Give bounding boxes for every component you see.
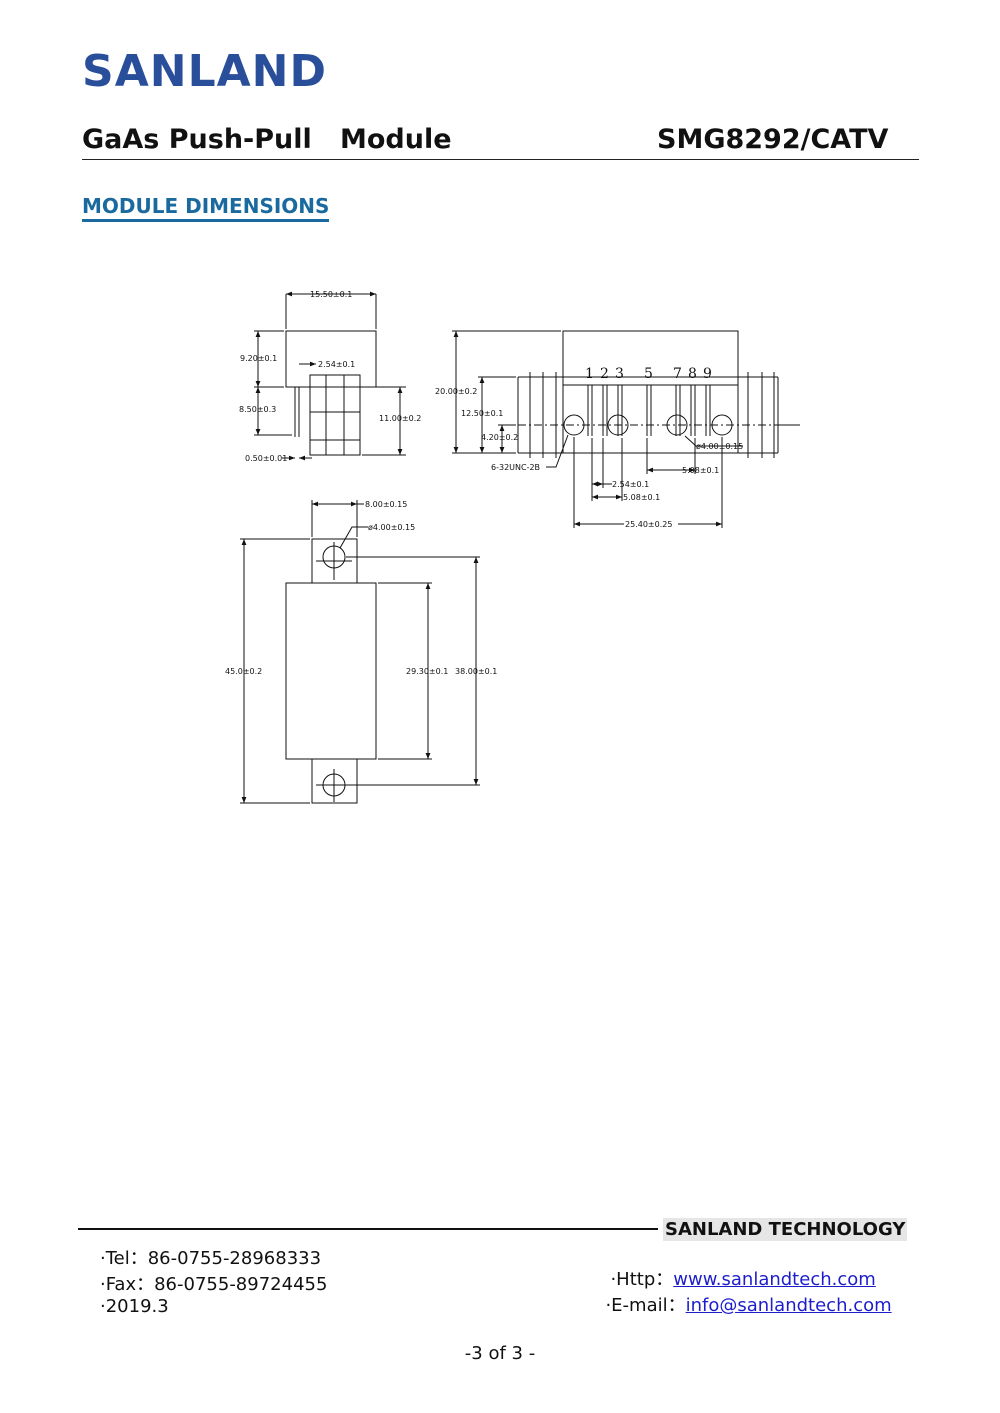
dim-side-width: 15.50±0.1 <box>310 290 352 299</box>
dim-top-hole-spacing: 38.00±0.1 <box>455 667 497 676</box>
dim-side-pin-width: 0.50±0.01 <box>245 454 287 463</box>
side-view: 15.50±0.1 9.20±0.1 8.50±0.3 2.54±0.1 11.… <box>239 290 421 463</box>
dim-top-body-length: 29.30±0.1 <box>406 667 448 676</box>
dim-front-pitch-b: 5.08±0.1 <box>623 493 660 502</box>
dim-top-tab-width: 8.00±0.15 <box>365 500 407 509</box>
dimension-drawing: 15.50±0.1 9.20±0.1 8.50±0.3 2.54±0.1 11.… <box>200 280 820 820</box>
side-body-lower <box>309 374 361 456</box>
dim-side-total-height: 11.00±0.2 <box>379 414 421 423</box>
http-label: ·Http： <box>610 1269 674 1290</box>
dim-side-top-height: 9.20±0.1 <box>240 354 277 363</box>
dim-front-pitch-a: 2.54±0.1 <box>612 480 649 489</box>
email-link[interactable]: info@sanlandtech.com <box>685 1295 892 1316</box>
dim-front-hole-spacing: 25.40±0.25 <box>625 520 672 529</box>
top-view: 8.00±0.15 ø4.00±0.15 45.0±0.2 29.30±0.1 … <box>225 500 497 804</box>
model-number: SMG8292/CATV <box>657 124 889 155</box>
sanland-logo: SANLAND <box>82 46 328 97</box>
tel-line: ·Tel：86-0755-28968333 <box>100 1248 322 1269</box>
dim-top-hole-dia: ø4.00±0.15 <box>368 523 415 532</box>
pin-number: 1 <box>585 366 594 382</box>
top-tab-lower <box>311 758 358 804</box>
product-title: GaAs Push-Pull Module <box>82 124 452 155</box>
fax-line: ·Fax：86-0755-89724455 <box>100 1274 328 1295</box>
front-hole-2 <box>607 414 629 436</box>
dim-thread: 6-32UNC-2B <box>491 463 540 472</box>
website-row: ·Http：www.sanlandtech.com <box>599 1244 876 1291</box>
pin-number: 5 <box>644 366 653 382</box>
footer-divider <box>78 1228 658 1230</box>
pin-number: 7 <box>673 366 682 382</box>
dim-front-flange-height: 12.50±0.1 <box>461 409 503 418</box>
company-name: SANLAND TECHNOLOGY <box>663 1218 908 1241</box>
email-row: ·E-mail：info@sanlandtech.com <box>594 1270 892 1317</box>
pin-number: 9 <box>703 366 712 382</box>
website-link[interactable]: www.sanlandtech.com <box>673 1269 876 1290</box>
dim-front-overall-height: 20.00±0.2 <box>435 387 477 396</box>
front-view: 1 2 3 5 7 8 9 20.00±0.2 12.50±0.1 4.20±0… <box>435 330 800 529</box>
side-body-top <box>285 330 377 388</box>
section-title: MODULE DIMENSIONS <box>82 194 330 222</box>
pin-number: 8 <box>688 366 697 382</box>
title-divider <box>82 159 919 160</box>
dim-side-pin-pitch: 2.54±0.1 <box>318 360 355 369</box>
page-number: -3 of 3 - <box>464 1343 536 1364</box>
email-label: ·E-mail： <box>605 1295 686 1316</box>
pin-number: 2 <box>600 366 609 382</box>
pin-number: 3 <box>615 366 624 382</box>
dim-side-lower-height: 8.50±0.3 <box>239 405 276 414</box>
top-body <box>285 582 377 760</box>
dim-front-pitch-c: 5.08±0.1 <box>682 466 719 475</box>
dim-front-hole-height: 4.20±0.2 <box>481 433 518 442</box>
dim-front-hole-dia: ø4.00±0.15 <box>696 442 743 451</box>
date-line: ·2019.3 <box>100 1296 169 1317</box>
dim-top-overall-length: 45.0±0.2 <box>225 667 262 676</box>
